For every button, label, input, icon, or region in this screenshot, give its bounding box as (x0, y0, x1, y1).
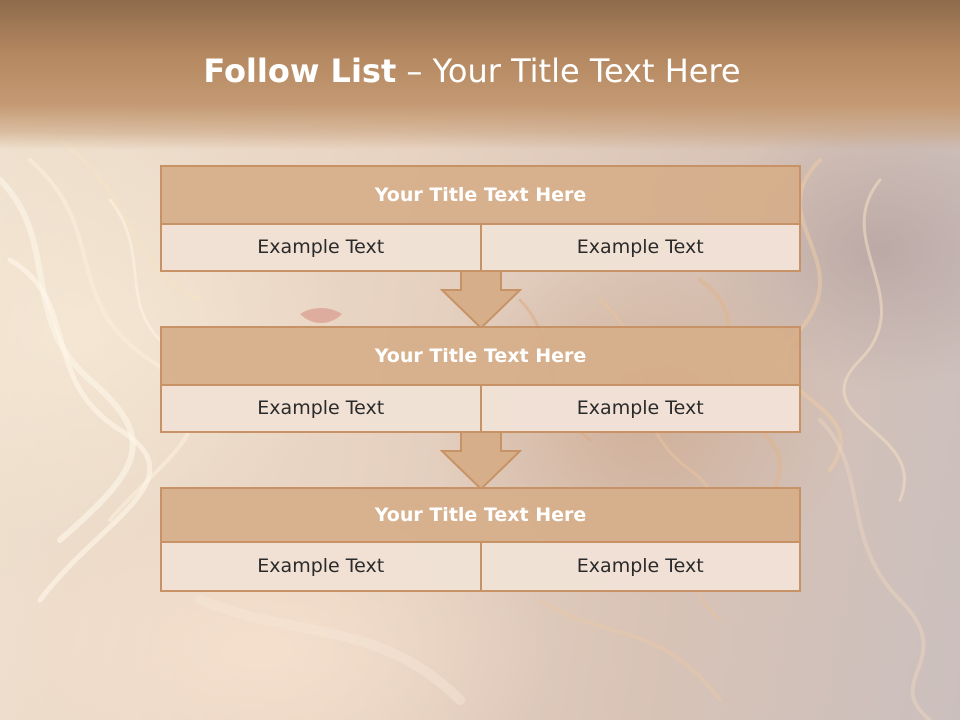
block-cell-right: Example Text (481, 386, 799, 431)
block-title: Your Title Text Here (162, 167, 799, 225)
block-row: Example Text Example Text (162, 225, 799, 270)
down-arrow-icon (440, 431, 522, 491)
page-title: Follow List – Your Title Text Here (0, 52, 944, 90)
page-title-rest: – Your Title Text Here (396, 52, 741, 90)
page-title-bold: Follow List (203, 52, 397, 90)
block-cell-left: Example Text (162, 386, 482, 431)
flow-block-2: Your Title Text Here Example Text Exampl… (160, 326, 801, 433)
block-cell-right: Example Text (481, 225, 799, 270)
block-title: Your Title Text Here (162, 489, 799, 543)
block-row: Example Text Example Text (162, 386, 799, 431)
block-cell-right: Example Text (481, 543, 799, 590)
flow-block-1: Your Title Text Here Example Text Exampl… (160, 165, 801, 272)
block-cell-left: Example Text (162, 543, 482, 590)
header-band (0, 0, 960, 150)
down-arrow-icon (440, 270, 522, 330)
block-title: Your Title Text Here (162, 328, 799, 386)
flow-block-3: Your Title Text Here Example Text Exampl… (160, 487, 801, 592)
block-row: Example Text Example Text (162, 543, 799, 590)
block-cell-left: Example Text (162, 225, 482, 270)
